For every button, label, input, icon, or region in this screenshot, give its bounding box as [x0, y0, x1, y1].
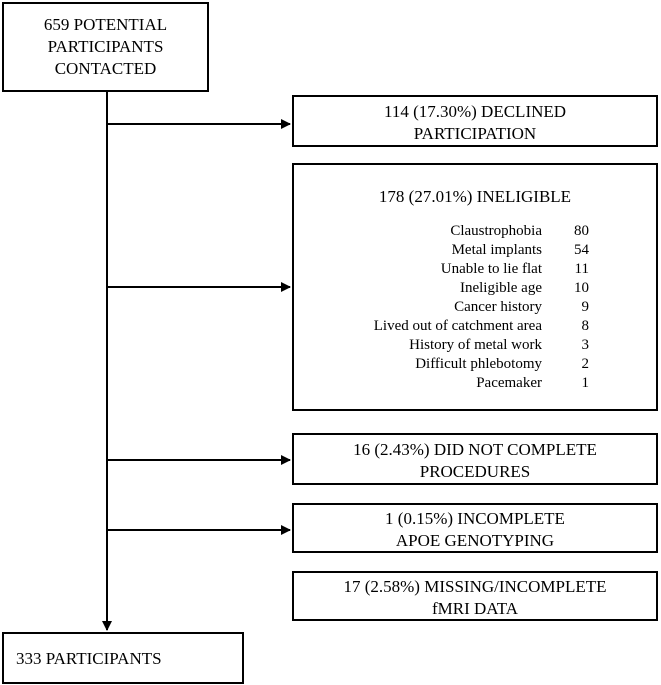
reason-label: Unable to lie flat	[440, 261, 542, 277]
reason-row: Claustrophobia 80	[294, 222, 656, 241]
final-participants-label: 333 PARTICIPANTS	[16, 649, 162, 668]
reason-count: 54	[574, 242, 589, 258]
ineligible-title: 178 (27.01%) INELIGIBLE	[378, 187, 572, 206]
reason-label: Cancer history	[454, 299, 542, 315]
declined-line-2: PARTICIPATION	[413, 124, 537, 143]
apoe-line-2: APOE GENOTYPING	[395, 531, 555, 550]
reason-label: History of metal work	[409, 337, 542, 353]
reason-label: Metal implants	[451, 242, 542, 258]
start-line-3: CONTACTED	[54, 59, 157, 78]
incomplete-procedures-line-2: PROCEDURES	[419, 462, 531, 481]
reason-label: Claustrophobia	[450, 223, 542, 239]
final-participants-box: 333 PARTICIPANTS	[2, 632, 244, 684]
reason-row: Pacemaker 1	[294, 374, 656, 393]
reason-row: Unable to lie flat 11	[294, 260, 656, 279]
declined-box: 114 (17.30%) DECLINED PARTICIPATION	[292, 95, 658, 147]
reason-count: 8	[581, 318, 590, 334]
reason-label: Pacemaker	[476, 375, 542, 391]
reason-row: Cancer history 9	[294, 298, 656, 317]
incomplete-procedures-box: 16 (2.43%) DID NOT COMPLETE PROCEDURES	[292, 433, 658, 485]
fmri-line-2: fMRI DATA	[432, 599, 518, 618]
reason-count: 9	[581, 299, 590, 315]
incomplete-procedures-line-1: 16 (2.43%) DID NOT COMPLETE	[353, 440, 597, 459]
apoe-genotyping-box: 1 (0.15%) INCOMPLETE APOE GENOTYPING	[292, 503, 658, 553]
reason-row: Difficult phlebotomy 2	[294, 355, 656, 374]
reason-count: 3	[581, 337, 590, 353]
reason-row: Ineligible age 10	[294, 279, 656, 298]
start-line-2: PARTICIPANTS	[47, 37, 164, 56]
reason-row: Lived out of catchment area 8	[294, 317, 656, 336]
start-line-1: 659 POTENTIAL	[43, 15, 168, 34]
ineligible-box: 178 (27.01%) INELIGIBLE Claustrophobia 8…	[292, 163, 658, 411]
reason-count: 80	[574, 223, 589, 239]
reason-label: Lived out of catchment area	[373, 318, 542, 334]
reason-row: Metal implants 54	[294, 241, 656, 260]
reason-label: Ineligible age	[459, 280, 542, 296]
declined-line-1: 114 (17.30%) DECLINED	[383, 102, 567, 121]
reason-count: 1	[581, 375, 590, 391]
fmri-data-box: 17 (2.58%) MISSING/INCOMPLETE fMRI DATA	[292, 571, 658, 621]
reason-count: 2	[581, 356, 590, 372]
reason-count: 10	[574, 280, 589, 296]
reason-count: 11	[574, 261, 589, 277]
start-box: 659 POTENTIAL PARTICIPANTS CONTACTED	[2, 2, 209, 92]
apoe-line-1: 1 (0.15%) INCOMPLETE	[385, 509, 565, 528]
fmri-line-1: 17 (2.58%) MISSING/INCOMPLETE	[343, 577, 607, 596]
reason-label: Difficult phlebotomy	[415, 356, 542, 372]
ineligible-reasons-list: Claustrophobia 80 Metal implants 54 Unab…	[294, 222, 656, 393]
reason-row: History of metal work 3	[294, 336, 656, 355]
